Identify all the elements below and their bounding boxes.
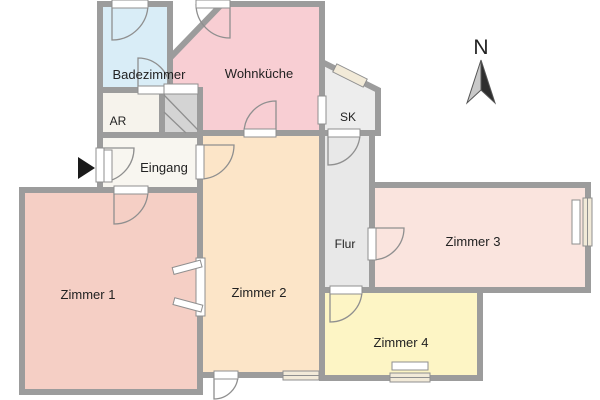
label-ar: AR	[110, 114, 127, 128]
walls	[19, 0, 591, 395]
compass-needle-left	[465, 59, 482, 105]
radiator-zimmer4	[391, 361, 429, 371]
door-arc-flur-zimmer3	[371, 227, 405, 261]
door-arcs	[99, 3, 405, 400]
door-flur-top	[327, 128, 361, 138]
door-arc-wohnkueche-zimmer2	[243, 100, 277, 134]
door-zimmer2-balcony	[213, 370, 239, 380]
door-arc-eingang-zimmer1	[113, 189, 149, 225]
double-door-leaf-upper	[171, 259, 203, 275]
door-entrance	[95, 147, 105, 183]
label-zimmer-1: Zimmer 1	[61, 287, 116, 302]
door-flur-zimmer4	[329, 285, 363, 295]
compass-needle-right	[480, 59, 497, 105]
label-zimmer-4: Zimmer 4	[374, 335, 429, 350]
shaft-hatch	[163, 94, 199, 134]
radiator-zimmer3	[571, 199, 581, 245]
door-arc-eingang-zimmer2	[199, 144, 235, 180]
door-arc-badezimmer	[111, 3, 149, 41]
room-ar	[97, 87, 165, 138]
label-zimmer-2: Zimmer 2	[232, 285, 287, 300]
door-arc-flur-zimmer4	[329, 289, 363, 323]
door-wohnkueche-sk	[317, 95, 327, 125]
door-arc-wohnkueche-top	[195, 3, 231, 39]
label-zimmer-3: Zimmer 3	[446, 234, 501, 249]
shaft-access-panel	[163, 83, 199, 95]
label-wohnkueche: Wohnküche	[225, 66, 293, 81]
door-arc-flur-top	[327, 132, 361, 166]
room-flur	[319, 130, 375, 293]
label-flur: Flur	[335, 237, 356, 251]
door-eingang-zimmer1	[113, 185, 149, 195]
window-sk	[332, 63, 368, 88]
label-sk: SK	[340, 110, 356, 124]
room-zimmer-4	[319, 287, 483, 381]
window-mullions	[283, 198, 588, 378]
door-badezimmer	[111, 0, 149, 9]
door-eingang-zimmer2	[195, 144, 205, 180]
door-wohnkueche-top	[195, 0, 231, 9]
north-arrow-icon: N	[465, 36, 497, 105]
label-eingang: Eingang	[140, 160, 188, 175]
double-door-leaf-lower	[172, 297, 204, 313]
windows	[282, 63, 593, 383]
radiator-eingang	[103, 149, 113, 183]
room-labels: Badezimmer Wohnküche AR SK Eingang Zimme…	[61, 66, 501, 350]
doors	[95, 0, 581, 380]
door-flur-zimmer3	[367, 227, 377, 261]
label-badezimmer: Badezimmer	[113, 67, 187, 82]
door-wohnkueche-zimmer2	[243, 128, 277, 138]
entrance-arrow-icon	[78, 157, 95, 179]
north-label: N	[473, 36, 488, 59]
double-door-gap-zimmer1-zimmer2	[195, 257, 206, 317]
room-zimmer-2	[197, 130, 325, 378]
